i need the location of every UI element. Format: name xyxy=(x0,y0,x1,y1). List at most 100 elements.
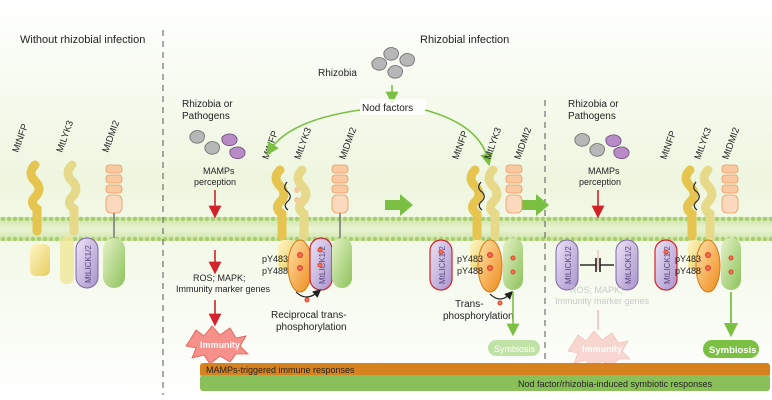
lipid-head xyxy=(660,216,666,222)
lipid-head xyxy=(18,216,24,222)
lipid-head xyxy=(552,216,558,222)
lipid-head xyxy=(588,236,594,242)
lipid-head xyxy=(648,236,654,242)
lipid-head xyxy=(450,236,456,242)
lipid-head xyxy=(138,236,144,242)
lipid-head xyxy=(756,236,762,242)
lipid-head xyxy=(570,216,576,222)
lipid-head xyxy=(654,216,660,222)
label-ros-1: ROS; MAPK; xyxy=(193,273,246,283)
lipid-head xyxy=(342,216,348,222)
lipid-head xyxy=(630,216,636,222)
lipid-head xyxy=(180,216,186,222)
lipid-head xyxy=(648,216,654,222)
mamps-panel-2: Rhizobia or Pathogens MAMPs perception M… xyxy=(555,99,650,370)
lipid-head xyxy=(744,216,750,222)
rhizobia-top: Rhizobia Nod factors xyxy=(266,47,493,167)
lipid-head xyxy=(486,216,492,222)
lipid-head xyxy=(114,216,120,222)
lipid-head xyxy=(678,236,684,242)
lipid-head xyxy=(636,216,642,222)
lipid-head xyxy=(48,216,54,222)
lipid-head xyxy=(408,236,414,242)
symbiosis-pill xyxy=(703,340,759,358)
title-without-infection: Without rhizobial infection xyxy=(20,34,145,46)
lipid-head xyxy=(420,216,426,222)
label-perception-1: perception xyxy=(194,177,236,187)
lipid-head xyxy=(360,216,366,222)
lipid-head xyxy=(162,216,168,222)
lipid-head xyxy=(162,236,168,242)
lipid-head xyxy=(72,236,78,242)
label-mamps-1: MAMPs xyxy=(203,166,235,176)
lipid-head xyxy=(414,216,420,222)
label-nod-factors: Nod factors xyxy=(362,103,413,114)
lipid-head xyxy=(714,216,720,222)
lipid-head xyxy=(528,216,534,222)
lipid-head xyxy=(24,216,30,222)
lipid-head xyxy=(750,216,756,222)
lipid-head xyxy=(594,236,600,242)
lipid-head xyxy=(624,216,630,222)
lipid-head xyxy=(498,216,504,222)
lipid-head xyxy=(396,236,402,242)
lipid-head xyxy=(252,216,258,222)
lipid-head xyxy=(498,236,504,242)
lipid-head xyxy=(432,236,438,242)
lipid-head xyxy=(132,216,138,222)
lipid-head xyxy=(216,216,222,222)
label-mamps-2: MAMPs xyxy=(588,166,620,176)
lipid-head xyxy=(582,216,588,222)
lipid-head xyxy=(96,216,102,222)
lipid-head xyxy=(750,236,756,242)
lipid-head xyxy=(102,216,108,222)
lipid-head xyxy=(144,216,150,222)
symbiosis-pill-faded xyxy=(488,340,540,356)
lipid-head xyxy=(600,216,606,222)
lipid-head xyxy=(390,216,396,222)
lipid-head xyxy=(264,216,270,222)
lipid-head xyxy=(366,236,372,242)
lipid-head xyxy=(462,216,468,222)
mamps-panel-1: Rhizobia or Pathogens MAMPs perception R… xyxy=(176,99,271,365)
label-pathogens-1: Pathogens xyxy=(182,111,230,122)
lipid-head xyxy=(228,216,234,222)
lipid-head xyxy=(168,216,174,222)
arrow-nod-right xyxy=(424,109,493,167)
label-reciprocal-2: phosphorylation xyxy=(276,322,347,333)
label-immunity-genes-2: Immunity marker genes xyxy=(555,296,650,306)
lipid-head xyxy=(414,236,420,242)
lipid-head xyxy=(444,236,450,242)
lipid-head xyxy=(732,216,738,222)
lipid-head xyxy=(606,236,612,242)
lipid-head xyxy=(678,216,684,222)
title-rhizobial-infection: Rhizobial infection xyxy=(420,34,509,46)
lipid-head xyxy=(174,216,180,222)
label-lick-6: MtLICK1/2 xyxy=(663,246,672,284)
lipid-head xyxy=(372,236,378,242)
lipid-head xyxy=(540,236,546,242)
label-py488-2: pY488 xyxy=(457,266,483,276)
lipid-head xyxy=(738,236,744,242)
lyk3-ectodomain-left xyxy=(63,160,81,236)
lipid-head xyxy=(576,216,582,222)
label-immunity-2: Immunity xyxy=(582,344,622,354)
lipid-head xyxy=(348,216,354,222)
lipid-head xyxy=(480,236,486,242)
lipid-head xyxy=(588,216,594,222)
lipid-head xyxy=(564,216,570,222)
lipid-head xyxy=(354,236,360,242)
lipid-head xyxy=(204,236,210,242)
lipid-head xyxy=(156,236,162,242)
lipid-head xyxy=(126,216,132,222)
bottom-bars: MAMPs-triggered immune responses Nod fac… xyxy=(200,363,770,391)
lipid-head xyxy=(642,216,648,222)
lipid-head xyxy=(420,236,426,242)
nod-factor-squiggle xyxy=(284,181,291,211)
lipid-head xyxy=(192,216,198,222)
lipid-head xyxy=(138,216,144,222)
lipid-head xyxy=(228,236,234,242)
lipid-head xyxy=(48,236,54,242)
lipid-head xyxy=(96,236,102,242)
